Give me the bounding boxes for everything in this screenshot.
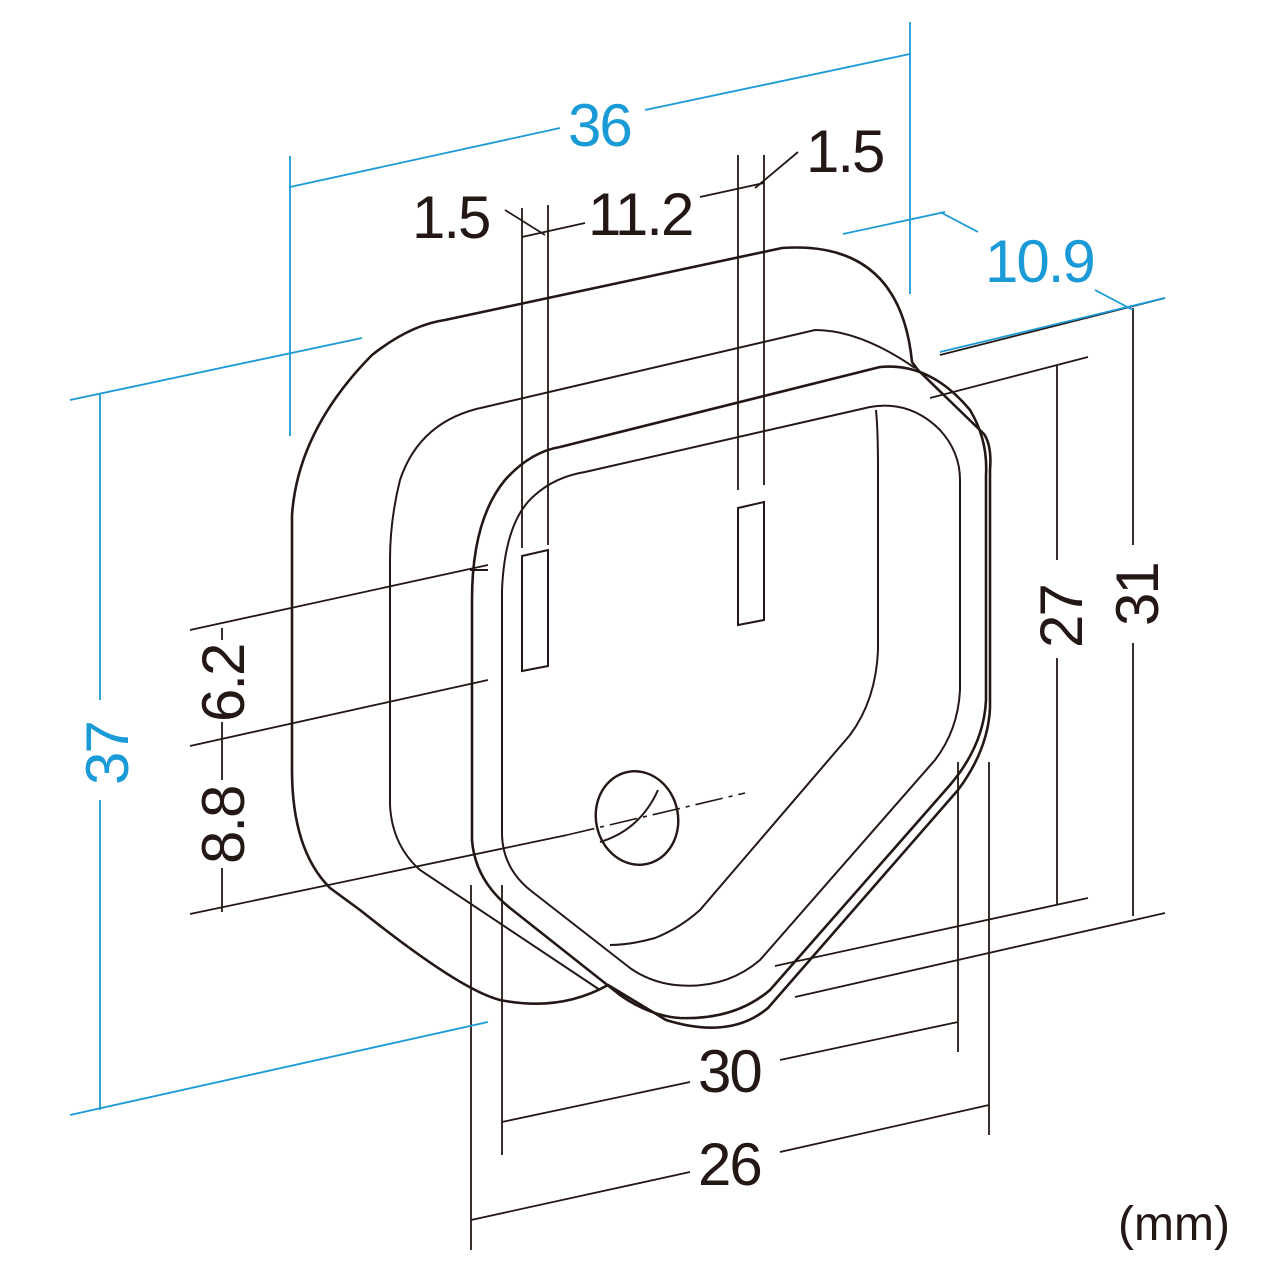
face-top-ext-a (929, 356, 1089, 399)
face-bottom-ext-b (794, 912, 1166, 998)
dim-pin-spacing: 11.2 (588, 181, 692, 248)
dim-front-height-outer: 31 (1104, 563, 1171, 626)
depth-dim-a (939, 211, 979, 233)
plug-body (290, 246, 992, 1029)
dim-front-width-inner: 30 (698, 1038, 761, 1105)
left-pin-slot (521, 548, 549, 673)
dim-total-height: 37 (74, 722, 141, 785)
pin-right-width-leader (754, 151, 799, 189)
dim-pin-length: 6.2 (190, 645, 257, 722)
face-ring-inner (501, 404, 961, 987)
width-dim-right (644, 53, 911, 111)
depth-dim-b (1094, 289, 1134, 311)
dim-pin-to-ground: 8.8 (190, 787, 257, 864)
dim-front-height-inner: 27 (1028, 585, 1095, 648)
back-plate-outline (290, 246, 992, 1029)
black-dimension-lines (189, 151, 1166, 1250)
unit-label: (mm) (1118, 1198, 1230, 1251)
dim-front-width-outer: 26 (698, 1131, 761, 1198)
dim-pin-right-width: 1.5 (806, 118, 883, 185)
right-pin-slot (737, 500, 765, 627)
bottom-dim-30-left (501, 1081, 691, 1123)
pin-left-width-leader (504, 209, 546, 236)
ground-hole-outer (594, 770, 680, 866)
bottom-dim-30-right (779, 1021, 959, 1061)
pin-spacing-line-right (699, 182, 765, 198)
face-ring-outer (470, 365, 988, 1020)
mid-rim-outline (389, 328, 916, 991)
ground-hole-inner (599, 789, 659, 843)
plug-face (521, 500, 765, 866)
dim-total-width: 36 (568, 92, 631, 159)
bottom-dim-26-left (470, 1171, 691, 1221)
depth-ext-front (939, 297, 1166, 353)
ground-center-line (566, 792, 746, 836)
depth-ext-back (842, 211, 946, 235)
pin-bottom-ext (189, 679, 489, 747)
pin-top-ext (189, 564, 489, 631)
width-dim-left (289, 127, 561, 188)
face-bottom-ext-a (774, 897, 1089, 967)
blue-dimension-lines (69, 22, 1166, 1116)
dimension-labels: 36 10.9 37 1.5 11.2 1.5 6.2 8.8 27 31 30… (74, 92, 1230, 1251)
pin-spacing-line-left (521, 222, 586, 238)
face-surface (609, 409, 879, 946)
dim-pin-left-width: 1.5 (412, 184, 489, 251)
dim-depth: 10.9 (985, 228, 1094, 295)
height-ext-bottom (69, 1021, 489, 1116)
ground-ext (189, 834, 568, 915)
bottom-dim-26-right (779, 1104, 990, 1153)
height-ext-top (69, 337, 363, 401)
